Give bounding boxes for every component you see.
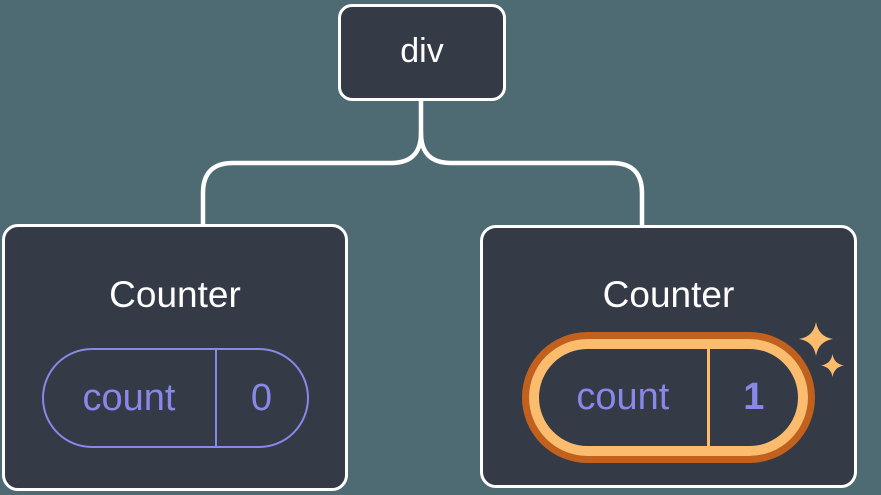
root-node-div: div <box>338 4 506 101</box>
connector-left-branch <box>200 98 424 235</box>
sparkle-icon <box>821 354 844 377</box>
state-key-label: count <box>44 350 217 446</box>
connector-right-branch <box>418 130 645 235</box>
counter-card-right: Counter count 1 <box>480 225 857 488</box>
sparkle-icon <box>799 322 833 356</box>
state-pill: count 0 <box>41 348 309 448</box>
state-value: 1 <box>743 376 765 418</box>
state-pill-highlighted: count 1 <box>529 339 808 456</box>
counter-card-left: Counter count 0 <box>2 224 348 491</box>
root-node-label: div <box>400 31 444 70</box>
state-value: 0 <box>250 376 273 419</box>
state-key-label: count <box>539 349 710 446</box>
counter-title: Counter <box>109 274 241 315</box>
counter-title: Counter <box>602 274 735 315</box>
